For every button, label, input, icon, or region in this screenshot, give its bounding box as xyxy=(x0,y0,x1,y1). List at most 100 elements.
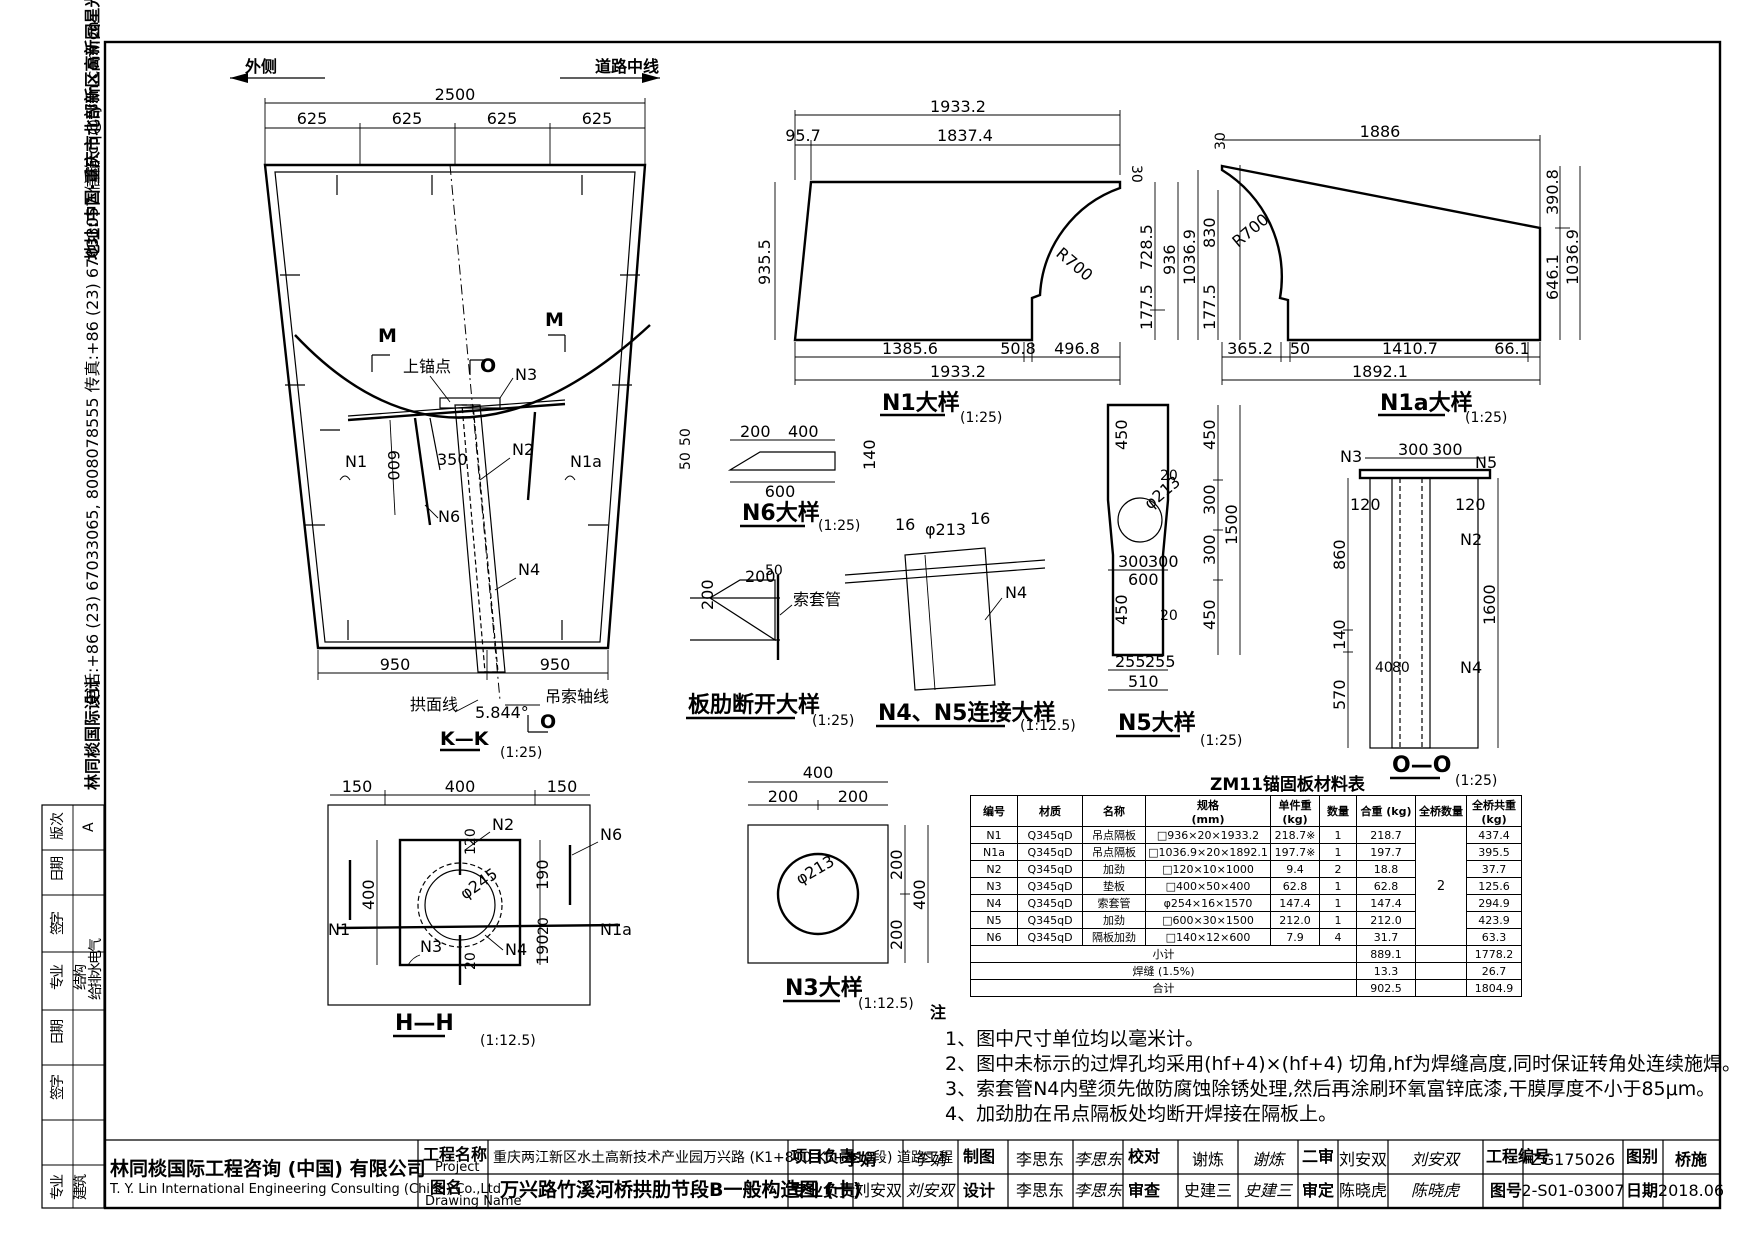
svg-text:刘安双: 刘安双 xyxy=(906,1181,956,1200)
svg-text:150: 150 xyxy=(342,777,373,796)
svg-text:2、图中未标示的过焊孔均采用(hf+4)×(hf+4) 切角: 2、图中未标示的过焊孔均采用(hf+4)×(hf+4) 切角,hf为焊缝高度,同… xyxy=(945,1053,1741,1075)
table-header-row: 编号 材质 名称 规格 (mm) 单件重 (kg) 数量 合重 (kg) 全桥数… xyxy=(970,795,1522,827)
rib-break-detail: 200 50 200 索套管 板肋断开大样 (1:25) xyxy=(686,563,854,729)
svg-text:300: 300 xyxy=(1200,484,1219,515)
svg-text:φ213: φ213 xyxy=(925,520,966,539)
svg-text:20: 20 xyxy=(536,917,552,935)
svg-text:K—K: K—K xyxy=(440,728,490,750)
svg-text:200: 200 xyxy=(740,422,771,441)
svg-text:1500: 1500 xyxy=(1222,504,1241,545)
svg-text:筑: 筑 xyxy=(73,1174,89,1188)
svg-text:水: 水 xyxy=(88,962,104,976)
svg-text:(1:25): (1:25) xyxy=(960,410,1002,426)
svg-text:N3: N3 xyxy=(515,365,537,384)
svg-text:刘安双: 刘安双 xyxy=(1411,1150,1461,1169)
svg-text:350: 350 xyxy=(437,450,468,469)
svg-text:外侧: 外侧 xyxy=(244,57,277,76)
svg-text:570: 570 xyxy=(1330,679,1349,710)
svg-text:30: 30 xyxy=(1213,132,1229,150)
svg-text:N4、N5连接大样: N4、N5连接大样 xyxy=(878,700,1055,726)
svg-text:200: 200 xyxy=(698,579,717,610)
svg-text:校对: 校对 xyxy=(1128,1147,1160,1166)
svg-text:390.8: 390.8 xyxy=(1543,169,1562,215)
svg-text:1886: 1886 xyxy=(1360,122,1401,141)
svg-text:史建三: 史建三 xyxy=(1184,1181,1232,1200)
svg-text:2500: 2500 xyxy=(435,85,476,104)
svg-text:510: 510 xyxy=(1128,672,1159,691)
n4-n5-connection-detail: 16 16 φ213 N4 N4、N5连接大样 (1:12.5) xyxy=(844,509,1076,734)
svg-text:300: 300 xyxy=(1432,440,1463,459)
svg-text:(1:25): (1:25) xyxy=(818,518,860,534)
svg-text:吊索轴线: 吊索轴线 xyxy=(545,687,609,706)
svg-text:气: 气 xyxy=(88,938,104,952)
svg-text:200: 200 xyxy=(887,849,906,880)
svg-text:625: 625 xyxy=(487,109,518,128)
svg-text:谢炼: 谢炼 xyxy=(1252,1150,1286,1169)
svg-text:林同棪国际设计: 林同棪国际设计 xyxy=(83,678,102,790)
svg-text:20: 20 xyxy=(1160,468,1178,484)
title-block: 林同棪国际工程咨询 (中国) 有限公司 T. Y. Lin Internatio… xyxy=(109,1140,1724,1209)
svg-text:(1:25): (1:25) xyxy=(812,713,854,729)
svg-text:结: 结 xyxy=(73,976,89,990)
svg-text:255: 255 xyxy=(1145,652,1176,671)
svg-text:N5: N5 xyxy=(1475,453,1497,472)
svg-text:1892.1: 1892.1 xyxy=(1352,362,1408,381)
svg-text:制图: 制图 xyxy=(963,1147,995,1166)
svg-text:N5大样: N5大样 xyxy=(1118,710,1196,736)
svg-text:专业负责: 专业负责 xyxy=(791,1181,855,1200)
svg-text:150: 150 xyxy=(547,777,578,796)
svg-text:1600: 1600 xyxy=(1480,584,1499,625)
svg-text:450: 450 xyxy=(1112,594,1131,625)
svg-text:450: 450 xyxy=(1112,419,1131,450)
svg-text:日: 日 xyxy=(50,868,66,882)
svg-text:2018.06: 2018.06 xyxy=(1658,1181,1724,1200)
svg-text:400: 400 xyxy=(445,777,476,796)
svg-text:设计: 设计 xyxy=(963,1181,995,1200)
svg-text:工程编号: 工程编号 xyxy=(1486,1147,1550,1166)
svg-text:950: 950 xyxy=(380,655,411,674)
svg-text:935.5: 935.5 xyxy=(755,239,774,285)
svg-text:300: 300 xyxy=(1148,552,1179,571)
svg-text:728.5: 728.5 xyxy=(1137,224,1156,270)
svg-text:工程名称: 工程名称 xyxy=(423,1145,487,1164)
svg-text:给: 给 xyxy=(88,986,104,1000)
svg-text:上锚点: 上锚点 xyxy=(403,357,451,376)
n6-detail: 200 400 600 140 50 50 N6大样 (1:25) xyxy=(678,422,879,534)
svg-text:陈晓虎: 陈晓虎 xyxy=(1411,1181,1461,1200)
svg-text:R700: R700 xyxy=(1052,244,1096,285)
svg-text:N3: N3 xyxy=(1340,447,1362,466)
svg-text:200: 200 xyxy=(838,787,869,806)
svg-text:50: 50 xyxy=(765,563,783,579)
svg-text:140: 140 xyxy=(860,439,879,470)
side-contact-text: 林同棪国际设计 电话:+86 (23) 67033065, 8008078555… xyxy=(83,0,102,790)
svg-text:N6大样: N6大样 xyxy=(742,500,820,526)
svg-text:林同棪国际工程咨询 (中国) 有限公司: 林同棪国际工程咨询 (中国) 有限公司 xyxy=(110,1157,426,1180)
svg-text:50: 50 xyxy=(678,452,694,470)
svg-text:1933.2: 1933.2 xyxy=(930,97,986,116)
svg-text:1837.4: 1837.4 xyxy=(937,126,993,145)
svg-text:ZG175026: ZG175026 xyxy=(1531,1150,1615,1169)
n5-detail: φ213 450 20 450 20 300 300 600 255 255 5… xyxy=(1106,403,1242,749)
svg-text:16: 16 xyxy=(970,509,990,528)
svg-text:审查: 审查 xyxy=(1128,1181,1160,1200)
svg-text:1933.2: 1933.2 xyxy=(930,362,986,381)
hh-section-view: 150 400 150 φ245 N2 N6 N1 N1a N3 N4 120 … xyxy=(327,777,632,1049)
svg-text:日: 日 xyxy=(50,1031,66,1045)
svg-text:365.2: 365.2 xyxy=(1227,339,1273,358)
svg-text:H—H: H—H xyxy=(395,1011,454,1036)
svg-text:(1:25): (1:25) xyxy=(1455,773,1497,789)
svg-text:N1a: N1a xyxy=(570,452,602,471)
revision-strip: 版次 A 日 期 签 字 专 业 结 构 给 排 水 电 气 日 期 签 字 专… xyxy=(41,804,105,1209)
svg-text:电话:+86 (23) 67033065, 80080785: 电话:+86 (23) 67033065, 8008078555 传真:+86 … xyxy=(83,21,102,705)
svg-text:1385.6: 1385.6 xyxy=(882,339,938,358)
svg-text:Project: Project xyxy=(435,1160,479,1175)
svg-text:600: 600 xyxy=(384,450,403,481)
svg-text:190: 190 xyxy=(533,934,552,965)
svg-text:830: 830 xyxy=(1200,217,1219,248)
svg-text:电: 电 xyxy=(88,950,104,964)
svg-text:400: 400 xyxy=(910,879,929,910)
svg-text:刘安双: 刘安双 xyxy=(854,1181,902,1200)
svg-text:M: M xyxy=(378,325,397,347)
